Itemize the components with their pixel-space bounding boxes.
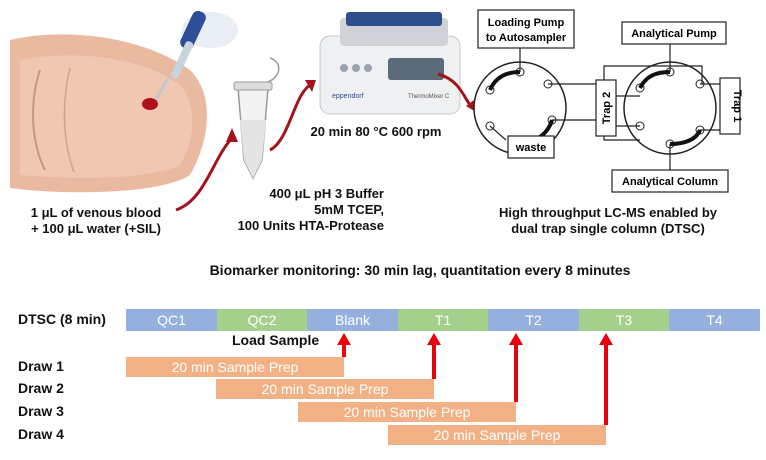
device-brand-text: eppendorf: [332, 93, 364, 100]
lcms-caption-line1: High throughput LC-MS enabled by: [498, 205, 718, 220]
dtsc-label: DTSC (8 min): [18, 311, 106, 327]
draw1-label: Draw 1: [18, 358, 64, 374]
arrow-tube-to-mixer: [269, 82, 313, 152]
arrow3-shaft: [514, 344, 518, 402]
thermomixer-image: eppendorf ThermoMixer C: [319, 12, 461, 115]
waste-box: [507, 135, 555, 159]
arrow2-shaft: [432, 344, 436, 379]
draw3-prep-bar: 20 min Sample Prep: [298, 402, 516, 422]
arrow4-shaft: [604, 344, 608, 425]
arrow1-head: [337, 333, 351, 345]
arrowhead-1: [226, 128, 238, 142]
draw3-label: Draw 3: [18, 403, 64, 419]
blood-caption-line2: + 100 μL water (+SIL): [31, 221, 161, 236]
pipette-image: [154, 10, 238, 101]
segment-t3: T3: [578, 309, 670, 331]
load-sample-label: Load Sample: [232, 332, 320, 348]
arrow4-head: [599, 333, 613, 345]
trap2-box: [595, 79, 617, 137]
draw2-label: Draw 2: [18, 380, 64, 396]
analytical-pump-label: Analytical Pump: [631, 28, 717, 40]
segment-qc1: QC1: [126, 309, 217, 331]
draw4-label: Draw 4: [18, 426, 64, 442]
loading-pump-label: Loading Pump: [488, 17, 565, 29]
blood-caption-line1: 1 μL of venous blood: [30, 205, 162, 220]
segment-qc2: QC2: [216, 309, 308, 331]
segment-t4: T4: [669, 309, 760, 331]
segment-t2: T2: [488, 309, 579, 331]
illustration-canvas: eppendorf ThermoMixer C: [10, 9, 743, 212]
analytical-pump-box: [621, 21, 727, 45]
trap2-label: Trap 2: [601, 92, 613, 124]
segment-blank: Blank: [307, 309, 398, 331]
lcms-caption: High throughput LC-MS enabled by dual tr…: [470, 205, 746, 237]
buffer-caption-line2: 5mM TCEP,: [314, 202, 384, 217]
buffer-caption: 400 μL pH 3 Buffer 5mM TCEP, 100 Units H…: [196, 186, 384, 234]
draw4-prep-bar: 20 min Sample Prep: [388, 425, 606, 445]
arrow-blood-to-tube: [175, 136, 234, 212]
timeline-heading: Biomarker monitoring: 30 min lag, quanti…: [209, 262, 631, 278]
analytical-column-label: Analytical Column: [622, 176, 718, 188]
tube-image: [233, 57, 280, 180]
arrow1-shaft: [342, 344, 346, 357]
valve-schematic: Loading Pump to Autosampler Analytical P…: [473, 9, 743, 193]
draw1-prep-bar: 20 min Sample Prep: [126, 357, 344, 377]
buffer-caption-line3: 100 Units HTA-Protease: [237, 218, 384, 233]
waste-label: waste: [515, 142, 547, 154]
incubation-caption: 20 min 80 °C 600 rpm: [310, 124, 442, 139]
analytical-column-box: [611, 169, 729, 193]
arrowhead-2: [305, 80, 316, 92]
loading-pump-box: [477, 9, 575, 49]
blood-caption: 1 μL of venous blood + 100 μL water (+SI…: [10, 205, 182, 237]
arrow3-head: [509, 333, 523, 345]
segment-t1: T1: [397, 309, 489, 331]
trap1-box: [719, 77, 741, 135]
device-model-text: ThermoMixer C: [408, 94, 450, 100]
buffer-caption-line1: 400 μL pH 3 Buffer: [269, 186, 384, 201]
arrow2-head: [427, 333, 441, 345]
finger-image: [10, 34, 207, 193]
draw2-prep-bar: 20 min Sample Prep: [216, 379, 434, 399]
autosampler-label: to Autosampler: [486, 32, 567, 44]
lcms-caption-line2: dual trap single column (DTSC): [511, 221, 705, 236]
trap1-label: Trap 1: [731, 90, 743, 122]
